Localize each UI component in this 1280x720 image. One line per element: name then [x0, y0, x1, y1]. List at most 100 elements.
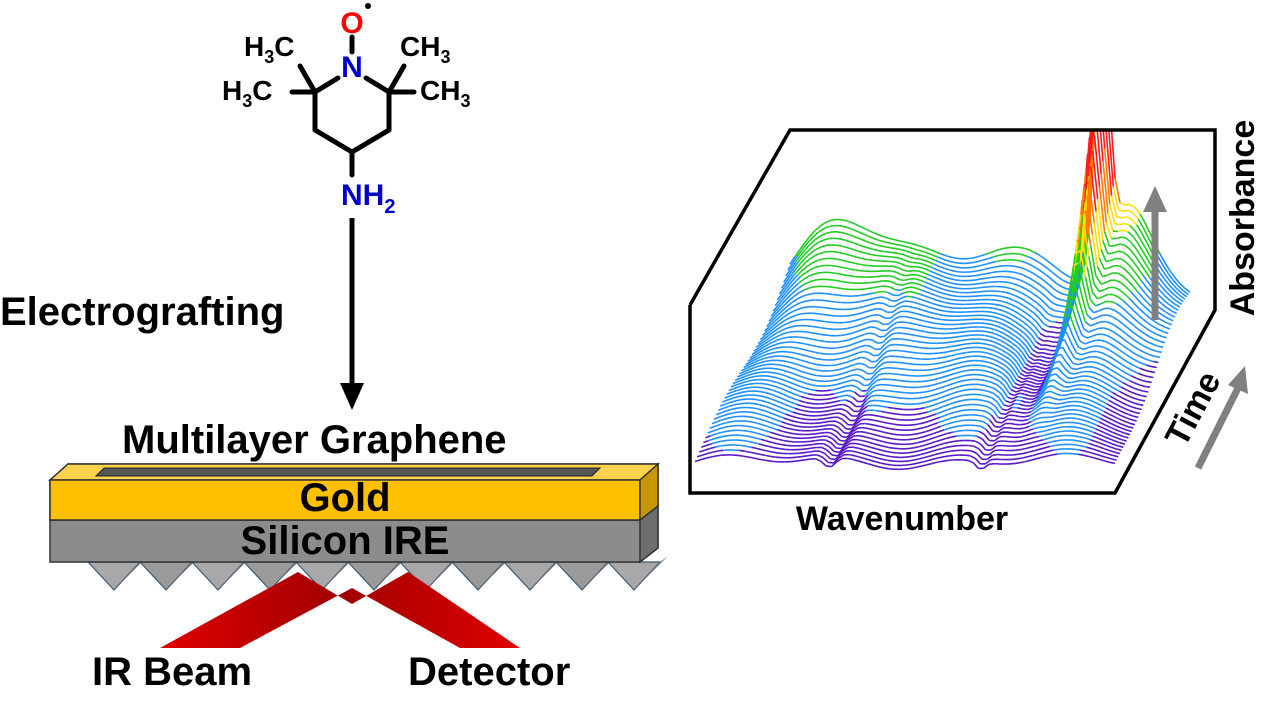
spectrum-trace-segment: [1038, 317, 1045, 325]
spectrum-trace-segment: [1083, 388, 1089, 392]
spectrum-trace-segment: [730, 384, 737, 388]
spectrum-trace-segment: [1140, 232, 1148, 243]
spectrum-trace-segment: [826, 314, 832, 317]
spectrum-trace-segment: [1044, 432, 1051, 436]
spectrum-trace-segment: [938, 265, 945, 270]
spectrum-trace-segment: [936, 357, 942, 360]
spectrum-trace-segment: [1134, 397, 1141, 401]
spectrum-trace-segment: [783, 280, 791, 288]
spectrum-trace-segment: [1147, 359, 1154, 363]
spectrum-trace-segment: [815, 389, 821, 392]
spectrum-trace-segment: [951, 391, 958, 395]
spectrum-trace-segment: [1132, 236, 1139, 245]
spectrum-trace-segment: [1038, 379, 1045, 382]
spectrum-trace-segment: [977, 273, 983, 277]
spectrum-trace-segment: [782, 407, 788, 412]
spectrum-trace-segment: [750, 372, 756, 376]
spectrum-trace-segment: [927, 409, 934, 413]
spectrum-trace-segment: [1042, 264, 1049, 270]
spectrum-trace-segment: [1093, 361, 1099, 365]
spectrum-trace-segment: [1114, 451, 1121, 455]
spectrum-trace-segment: [803, 249, 810, 257]
spectrum-trace-segment: [1029, 321, 1036, 328]
spectrum-trace-segment: [1043, 323, 1050, 328]
spectrum-trace-segment: [1103, 396, 1110, 402]
spectrum-3d-plot: Absorbance Time Wavenumber: [688, 120, 1262, 538]
spectrum-trace-segment: [940, 385, 946, 389]
methyl-label-tl: H3C: [244, 31, 294, 67]
spectrum-trace-segment: [842, 446, 849, 452]
spectrum-trace-segment: [1120, 282, 1127, 288]
spectrum-trace-segment: [1062, 279, 1069, 284]
spectrum-trace-segment: [1076, 444, 1082, 447]
spectrum-trace-segment: [874, 285, 881, 289]
spectrum-trace-segment: [1024, 300, 1031, 306]
spectrum-trace-segment: [1102, 274, 1108, 278]
spectrum-trace-segment: [1036, 416, 1042, 420]
spectrum-trace-segment: [1000, 376, 1007, 383]
spectrum-trace-segment: [877, 239, 884, 243]
spectrum-trace-segment: [966, 266, 972, 269]
spectrum-trace-segment: [1107, 213, 1114, 232]
spectrum-trace-segment: [1072, 336, 1080, 348]
spectrum-trace-segment: [1057, 346, 1063, 350]
spectrum-trace-segment: [845, 267, 851, 270]
spectrum-trace-segment: [927, 368, 933, 371]
spectrum-trace-segment: [994, 405, 1001, 414]
spectrum-trace-segment: [1091, 291, 1098, 300]
spectrum-trace-segment: [780, 387, 786, 392]
spectrum-trace-segment: [1103, 423, 1110, 428]
spectrum-trace-segment: [1016, 457, 1023, 460]
spectrum-trace-segment: [1115, 346, 1122, 352]
spectrum-trace-segment: [892, 243, 899, 246]
spectrum-trace-segment: [794, 302, 801, 307]
spectrum-trace-segment: [864, 315, 871, 319]
spectrum-trace-segment: [795, 429, 801, 432]
spectrum-trace-segment: [872, 291, 879, 294]
spectrum-trace-segment: [738, 384, 745, 388]
spectrum-trace-segment: [715, 411, 722, 416]
spectrum-trace-segment: [939, 400, 946, 404]
spectrum-trace-segment: [1082, 414, 1089, 419]
spectrum-trace-segment: [855, 300, 862, 303]
spectrum-trace-segment: [812, 259, 818, 264]
spectrum-trace-segment: [1105, 340, 1112, 345]
spectrum-trace-segment: [800, 395, 807, 399]
spectrum-trace-segment: [743, 377, 749, 381]
spectrum-trace-segment: [848, 307, 854, 311]
spectrum-trace-segment: [1086, 335, 1093, 339]
spectrum-trace-segment: [887, 459, 894, 462]
spectrum-trace-segment: [1164, 279, 1171, 287]
spectrum-trace-segment: [953, 335, 960, 339]
spectrum-trace-segment: [828, 307, 834, 310]
spectrum-trace-segment: [858, 434, 865, 438]
spectrum-trace-segment: [732, 380, 739, 385]
spectrum-trace-segment: [997, 253, 1004, 257]
spectrum-trace-segment: [1130, 315, 1137, 322]
spectrum-trace-segment: [1115, 425, 1122, 429]
spectrum-trace-segment: [805, 447, 812, 450]
spectrum-trace-segment: [782, 430, 789, 434]
spectrum-trace-segment: [782, 292, 789, 300]
spectrum-trace-segment: [923, 379, 929, 383]
spectrum-trace-segment: [747, 386, 753, 389]
spectrum-trace-segment: [1111, 337, 1118, 343]
spectrum-trace-segment: [1047, 290, 1054, 297]
spectrum-trace-segment: [757, 432, 764, 436]
spectrum-trace-segment: [1003, 332, 1010, 338]
spectrum-trace-segment: [1115, 279, 1122, 284]
spectrum-trace-segment: [1141, 362, 1147, 366]
spectrum-trace-segment: [915, 265, 921, 269]
spectrum-trace-segment: [715, 454, 722, 457]
spectrum-trace-segment: [851, 313, 858, 316]
spectrum-trace-segment: [1112, 406, 1118, 411]
spectrum-trace-segment: [904, 264, 911, 268]
spectrum-trace-segment: [1140, 324, 1147, 330]
spectrum-trace-segment: [1132, 370, 1139, 375]
spectrum-trace-segment: [1127, 399, 1134, 404]
spectrum-trace-segment: [991, 367, 998, 372]
spectrum-trace-segment: [1011, 303, 1017, 308]
spectrum-trace-segment: [887, 406, 894, 409]
spectrum-trace-segment: [771, 351, 777, 354]
spectrum-trace-segment: [923, 259, 930, 263]
